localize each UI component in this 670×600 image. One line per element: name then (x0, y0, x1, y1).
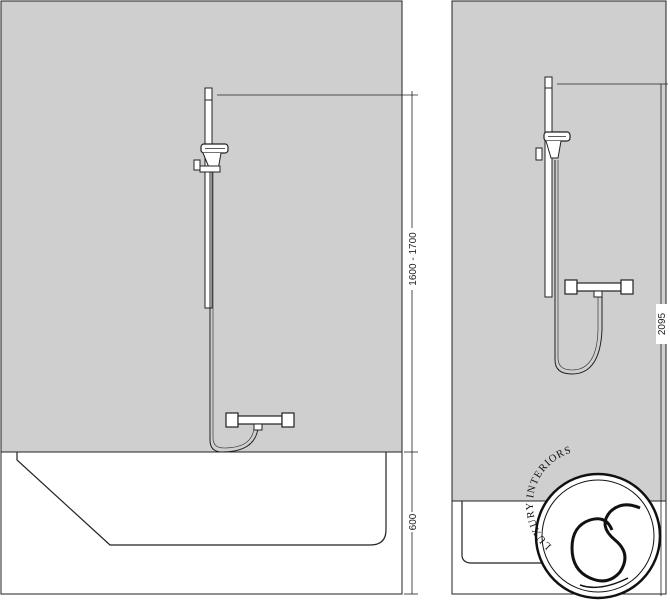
front-lower-outline (0, 451, 403, 595)
front-hose (209, 172, 259, 453)
side-shower-rail (544, 76, 553, 298)
front-dimensions (217, 91, 418, 595)
side-wall-panel (451, 0, 667, 502)
front-view: 1600 - 1700 600 (0, 0, 419, 595)
side-total-dimension: 2095 (657, 312, 668, 335)
side-bathtub (461, 501, 555, 564)
front-mixer (225, 412, 295, 431)
front-wall-panel (0, 0, 403, 453)
front-dim-labels: 1600 - 1700 600 (408, 228, 419, 532)
front-shower-head (193, 143, 229, 173)
side-mixer (564, 279, 634, 298)
front-shower-rail (204, 87, 213, 309)
side-shower-head (535, 131, 571, 161)
front-tub-dimension: 600 (408, 513, 419, 530)
logo-monogram (570, 503, 641, 583)
side-dim-labels: 2095 (656, 304, 668, 344)
front-height-dimension: 1600 - 1700 (408, 232, 419, 286)
side-hose (554, 160, 603, 375)
front-bathtub (16, 452, 387, 546)
